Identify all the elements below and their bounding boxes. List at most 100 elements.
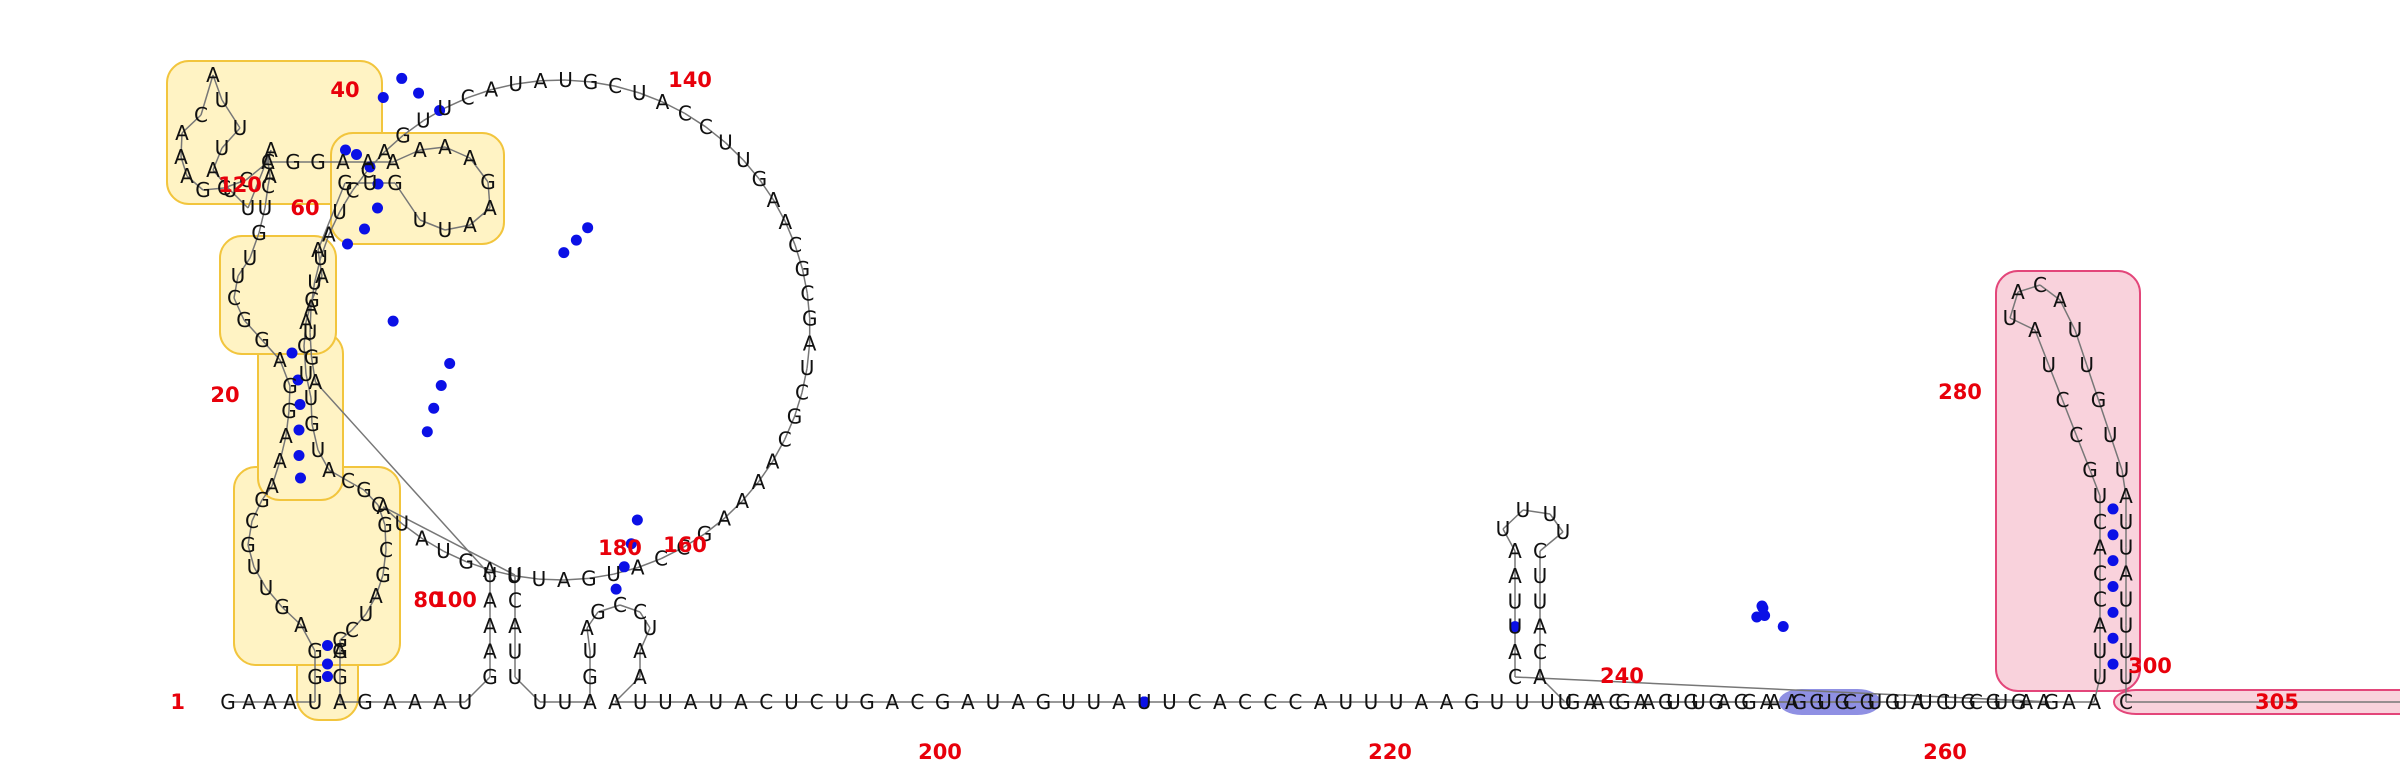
backbone-segment xyxy=(619,604,641,613)
backbone-segment xyxy=(261,339,281,361)
backbone-segment xyxy=(319,234,330,259)
nucleotide-56: A xyxy=(483,196,497,220)
nucleotide-119: A xyxy=(656,90,670,114)
backbone-segment xyxy=(742,159,760,180)
nucleotide-185: G xyxy=(935,690,951,714)
base-pair-dot xyxy=(434,104,446,116)
backbone-segment xyxy=(249,232,260,259)
nucleotide-161: U xyxy=(558,690,573,714)
base-pair-dot xyxy=(2107,632,2119,644)
nucleotide-81: C xyxy=(345,618,359,642)
nucleotide-118: U xyxy=(632,81,647,105)
base-pair-dot xyxy=(372,202,383,214)
nucleotide-83: G xyxy=(332,639,348,663)
backbone-segment xyxy=(247,544,255,568)
nucleotide-226: C xyxy=(1969,690,1983,714)
nucleotide-107: A xyxy=(378,140,392,164)
base-pair-dot xyxy=(322,671,333,682)
nucleotide-247: A xyxy=(1583,690,1597,714)
nucleotide-111: C xyxy=(461,86,475,110)
backbone-segment xyxy=(565,79,591,83)
nucleotide-160: U xyxy=(533,690,548,714)
nucleotide-197: C xyxy=(1238,690,1252,714)
base-pair-dot xyxy=(2107,529,2119,541)
nucleotide-208: U xyxy=(1515,690,1530,714)
backbone-segment xyxy=(221,99,241,129)
base-pair-dot xyxy=(421,426,433,438)
nucleotide-69: U xyxy=(304,386,319,410)
backbone-segment xyxy=(310,282,316,308)
nucleotide-129: C xyxy=(800,281,814,305)
backbone-segment xyxy=(402,120,424,137)
nucleotide-43: G xyxy=(195,178,211,202)
nucleotide-172: A xyxy=(608,690,622,714)
nucleotide-245: A xyxy=(1533,665,1547,689)
backbone-segment xyxy=(444,146,471,159)
backbone-segment xyxy=(271,460,281,487)
backbone-segment xyxy=(251,499,263,522)
nucleotide-198: C xyxy=(1263,690,1277,714)
nucleotide-8: A xyxy=(294,613,308,637)
nucleotide-38: A xyxy=(206,63,220,87)
backbone-segment xyxy=(806,343,811,369)
nucleotide-194: U xyxy=(1162,690,1177,714)
nucleotide-10: U xyxy=(259,576,274,600)
nucleotide-143: A xyxy=(631,556,645,580)
backbone-segment xyxy=(339,629,353,641)
nucleotide-15: A xyxy=(265,474,279,498)
backbone-segment xyxy=(489,569,515,577)
nucleotide-258: G xyxy=(1860,690,1876,714)
nucleotide-102: U xyxy=(313,246,328,270)
nucleotide-173: U xyxy=(633,690,648,714)
nucleotide-254: A xyxy=(1760,690,1774,714)
nucleotide-36: U xyxy=(233,116,248,140)
nucleotide-236: U xyxy=(1496,517,1511,541)
nucleotide-78: G xyxy=(375,563,391,587)
nucleotide-101: U xyxy=(307,271,322,295)
nucleotide-37: U xyxy=(215,88,230,112)
nucleotide-250: G xyxy=(1658,690,1674,714)
nucleotide-30: C xyxy=(261,150,275,174)
nucleotide-206: G xyxy=(1464,690,1480,714)
nucleotide-6: G xyxy=(307,665,323,689)
nucleotide-244: C xyxy=(1533,640,1547,664)
backbone-segment xyxy=(279,435,287,462)
nucleotide-139: A xyxy=(717,507,731,531)
backbone-segment xyxy=(382,506,516,576)
base-pair-dot xyxy=(413,87,425,99)
backbone-segment xyxy=(2074,329,2088,366)
nucleotide-85: G xyxy=(332,665,348,689)
nucleotide-214: U xyxy=(1666,690,1681,714)
backbone-segment xyxy=(793,392,803,417)
nucleotide-287: G xyxy=(2091,388,2107,412)
nucleotide-1: G xyxy=(220,690,236,714)
nucleotide-33: U xyxy=(223,178,238,202)
nucleotide-58: U xyxy=(438,218,453,242)
position-label-160: 160 xyxy=(663,533,707,557)
nucleotide-218: A xyxy=(1767,690,1781,714)
backbone-segment xyxy=(233,275,239,299)
nucleotide-24: U xyxy=(231,264,246,288)
nucleotide-186: A xyxy=(961,690,975,714)
base-pair-dot xyxy=(322,640,333,651)
nucleotide-74: G xyxy=(356,478,372,502)
nucleotide-191: U xyxy=(1086,690,1101,714)
backbone-segment xyxy=(2093,676,2101,703)
nucleotide-175: A xyxy=(684,690,698,714)
base-pair-dot xyxy=(1509,621,1521,633)
nucleotide-279: U xyxy=(2041,353,2056,377)
backbone-segment xyxy=(338,190,354,213)
nucleotide-290: A xyxy=(2119,484,2133,508)
nucleotide-298: C xyxy=(2119,690,2133,714)
nucleotide-100: A xyxy=(304,295,318,319)
nucleotide-150: G xyxy=(458,550,474,574)
nucleotide-286: U xyxy=(2079,353,2094,377)
backbone-segment xyxy=(311,275,323,301)
nucleotide-165: A xyxy=(580,616,594,640)
nucleotide-294: U xyxy=(2119,587,2134,611)
nucleotide-106: C xyxy=(360,159,374,183)
backbone-segment xyxy=(487,181,491,209)
nucleotide-23: C xyxy=(227,286,241,310)
nucleotide-50: A xyxy=(361,150,375,174)
nucleotide-11: U xyxy=(247,555,262,579)
